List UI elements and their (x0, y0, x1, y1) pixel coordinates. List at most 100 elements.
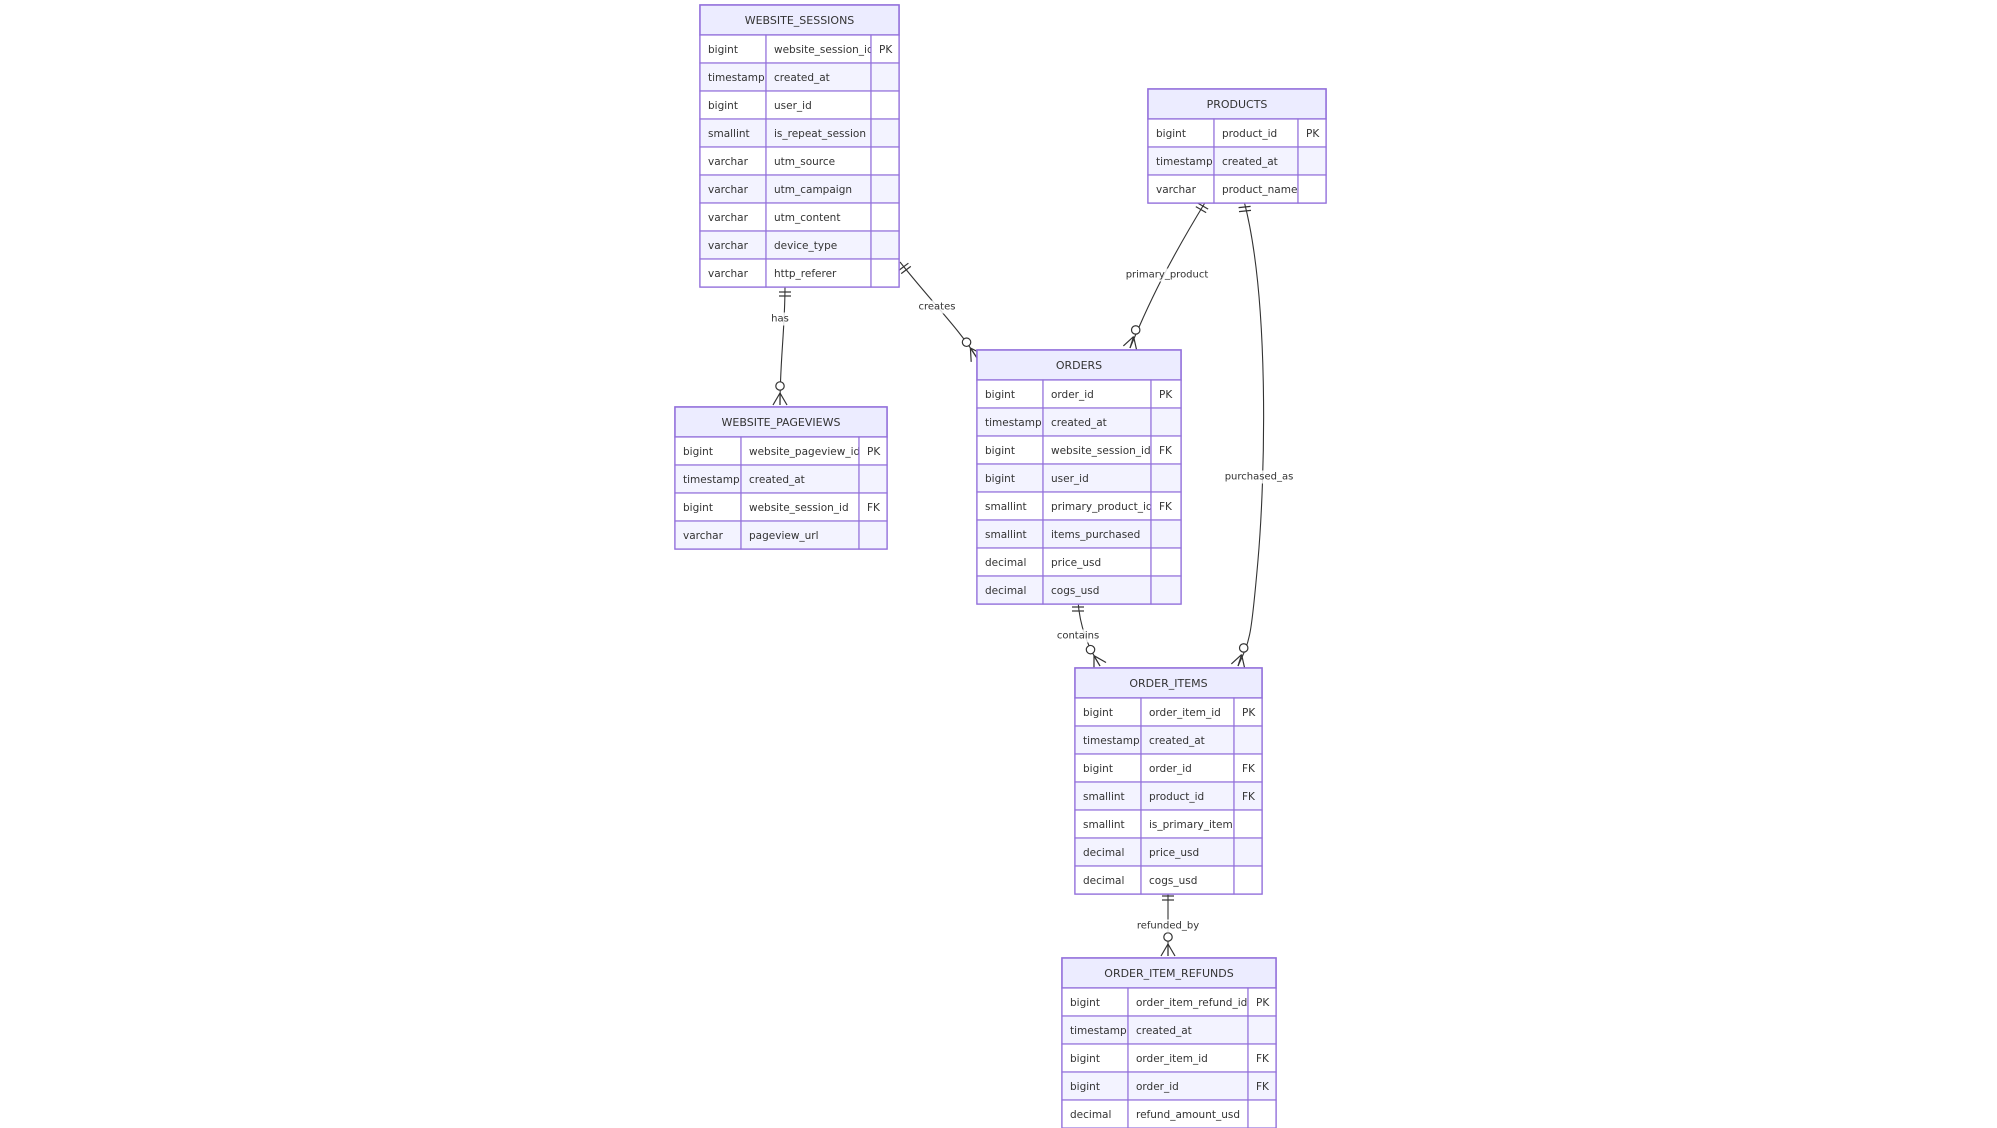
attribute-type: bigint (985, 445, 1015, 457)
relationship-lines (772, 200, 1265, 957)
attribute-name: product_id (1222, 128, 1277, 140)
many-cardinality-marker (1122, 325, 1141, 351)
attribute-type: varchar (708, 268, 749, 280)
entity-title: WEBSITE_PAGEVIEWS (722, 416, 841, 429)
attribute-type: bigint (1083, 763, 1113, 775)
attribute-name: http_referer (774, 268, 837, 280)
attribute-key: FK (1256, 1053, 1270, 1065)
attribute-name: pageview_url (749, 530, 819, 542)
relationship-label: has (769, 312, 791, 326)
zero-marker (775, 381, 785, 391)
attribute-name: website_pageview_id (749, 446, 860, 458)
entity-header (674, 406, 888, 438)
zero-marker (1238, 643, 1249, 653)
one-cardinality-marker (1162, 895, 1174, 901)
entity-title: WEBSITE_SESSIONS (745, 14, 855, 27)
attribute-type: bigint (1070, 1081, 1100, 1093)
attribute-row: smallint is_repeat_session (699, 118, 900, 148)
attribute-key: FK (1159, 501, 1173, 513)
attribute-type: varchar (1156, 184, 1197, 196)
attribute-key: FK (1159, 445, 1173, 457)
attribute-key: PK (1159, 389, 1173, 401)
attribute-name: cogs_usd (1149, 875, 1197, 887)
attribute-name: website_session_id (1051, 445, 1151, 457)
attribute-key: PK (879, 44, 893, 56)
one-cardinality-marker (1195, 202, 1209, 214)
attribute-type: varchar (708, 156, 749, 168)
entity-header (976, 349, 1182, 381)
attribute-type: smallint (985, 529, 1027, 541)
relationship-has (772, 285, 791, 406)
attribute-type: bigint (1070, 1053, 1100, 1065)
attribute-row: smallint product_id FK (1074, 781, 1263, 811)
attribute-type: timestamp (1156, 156, 1213, 168)
attribute-name: product_id (1149, 791, 1204, 803)
attribute-type: bigint (985, 473, 1015, 485)
attribute-name: refund_amount_usd (1136, 1109, 1240, 1121)
attribute-type: timestamp (683, 474, 740, 486)
zero-marker (1130, 325, 1141, 335)
attribute-key: FK (867, 502, 881, 514)
entity-title: ORDER_ITEM_REFUNDS (1104, 967, 1233, 980)
attribute-key: FK (1242, 791, 1256, 803)
entity-header (1061, 957, 1277, 989)
attribute-row: decimal refund_amount_usd (1061, 1099, 1277, 1128)
attribute-type: decimal (1083, 847, 1124, 859)
attribute-type: timestamp (985, 417, 1042, 429)
relationship-creates (898, 261, 984, 362)
zero-marker (1163, 932, 1173, 942)
attribute-row: varchar utm_source (699, 146, 900, 176)
attribute-name: user_id (774, 100, 812, 112)
attribute-row: varchar http_referer (699, 258, 900, 288)
relationship-label: refunded_by (1134, 919, 1202, 933)
attribute-type: decimal (985, 557, 1026, 569)
attribute-name: order_item_id (1149, 707, 1221, 719)
attribute-type: varchar (708, 184, 749, 196)
entity-title: ORDERS (1056, 359, 1102, 372)
attribute-type: bigint (708, 44, 738, 56)
attribute-name: device_type (774, 240, 837, 252)
attribute-type: smallint (1083, 819, 1125, 831)
many-cardinality-marker (1085, 644, 1107, 670)
attribute-type: bigint (985, 389, 1015, 401)
many-cardinality-marker (772, 381, 788, 406)
attribute-type: smallint (1083, 791, 1125, 803)
attribute-name: is_repeat_session (774, 128, 866, 140)
attribute-name: created_at (1136, 1025, 1192, 1037)
attribute-name: utm_content (774, 212, 840, 224)
attribute-name: utm_source (774, 156, 835, 168)
attribute-type: smallint (708, 128, 750, 140)
attribute-name: created_at (774, 72, 830, 84)
attribute-name: created_at (749, 474, 805, 486)
relationship-label-text: purchased_as (1225, 472, 1294, 483)
attribute-type: bigint (683, 502, 713, 514)
attribute-name: created_at (1149, 735, 1205, 747)
attribute-name: website_session_id (774, 44, 874, 56)
relationship-line (1237, 200, 1265, 667)
attribute-type: decimal (1070, 1109, 1111, 1121)
attribute-name: utm_campaign (774, 184, 852, 196)
attribute-key: FK (1256, 1081, 1270, 1093)
attribute-name: order_id (1136, 1081, 1179, 1093)
attribute-type: bigint (1070, 997, 1100, 1009)
attribute-type: decimal (985, 585, 1026, 597)
